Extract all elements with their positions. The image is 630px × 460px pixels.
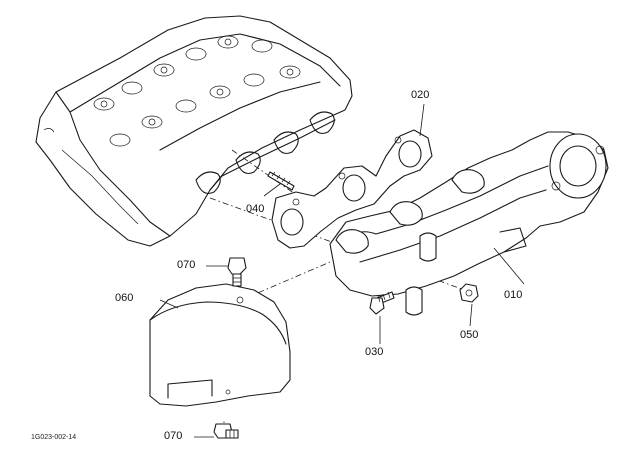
part-label-heat-cover: 060 bbox=[115, 292, 134, 304]
gasket bbox=[271, 129, 433, 249]
part-label-cover-bolt-lower: 070 bbox=[164, 430, 183, 442]
part-label-stud: 040 bbox=[246, 203, 265, 215]
figure-code: 1G023-002-14 bbox=[31, 434, 77, 441]
bolt bbox=[369, 291, 395, 315]
cylinder-head bbox=[35, 15, 353, 247]
part-label-gasket: 020 bbox=[411, 89, 430, 101]
leader-lines bbox=[159, 103, 525, 438]
stud-bolt bbox=[267, 171, 295, 191]
cover-bolt-upper bbox=[227, 257, 247, 287]
exhaust-manifold bbox=[329, 131, 609, 316]
part-label-cover-bolt-upper: 070 bbox=[177, 259, 196, 271]
cover-bolt-lower bbox=[213, 423, 239, 439]
part-label-bolt: 030 bbox=[365, 346, 384, 358]
nut bbox=[459, 283, 479, 303]
heat-cover bbox=[149, 283, 291, 407]
part-label-nut: 050 bbox=[460, 329, 479, 341]
part-label-exhaust-manifold: 010 bbox=[504, 289, 523, 301]
